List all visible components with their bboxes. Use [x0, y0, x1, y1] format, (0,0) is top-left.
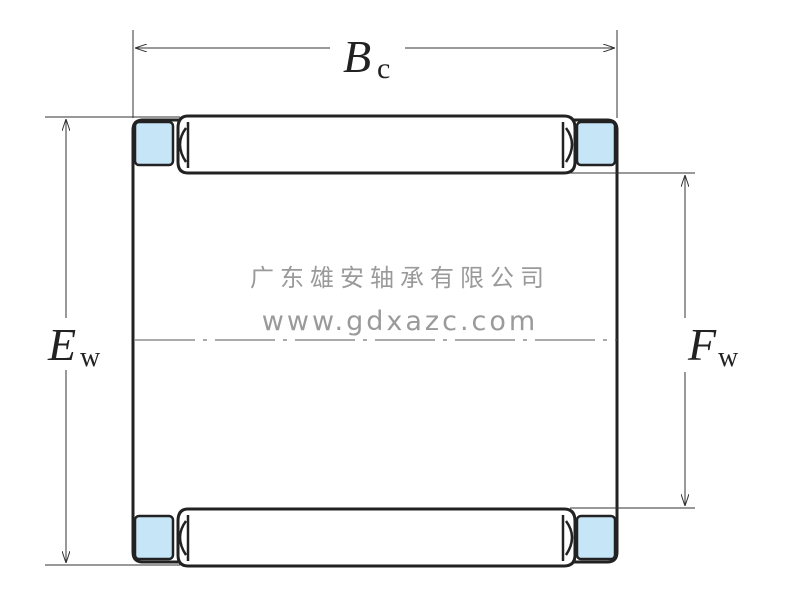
dimension-bc: [132, 30, 618, 118]
dimension-fw: [570, 172, 695, 509]
watermark-company: 广东雄安轴承有限公司: [250, 264, 550, 292]
roller-bottom: [176, 507, 577, 568]
housing-outline: [131, 118, 180, 564]
dimension-ew: [45, 116, 180, 566]
housing-outline-right: [572, 118, 619, 564]
ring-bottom-left: [133, 514, 175, 561]
ring-top-left: [133, 120, 175, 167]
ring-bottom-right: [575, 514, 617, 561]
label-fw-sub: w: [718, 342, 739, 373]
roller-top: [176, 114, 577, 175]
watermark-website: www.gdxazc.com: [261, 306, 539, 337]
ring-top-right: [575, 120, 617, 167]
label-ew: E: [47, 319, 76, 370]
label-bc-sub: c: [377, 52, 390, 85]
label-bc: B: [343, 31, 371, 82]
label-ew-sub: w: [80, 342, 101, 373]
label-fw: F: [687, 319, 717, 370]
